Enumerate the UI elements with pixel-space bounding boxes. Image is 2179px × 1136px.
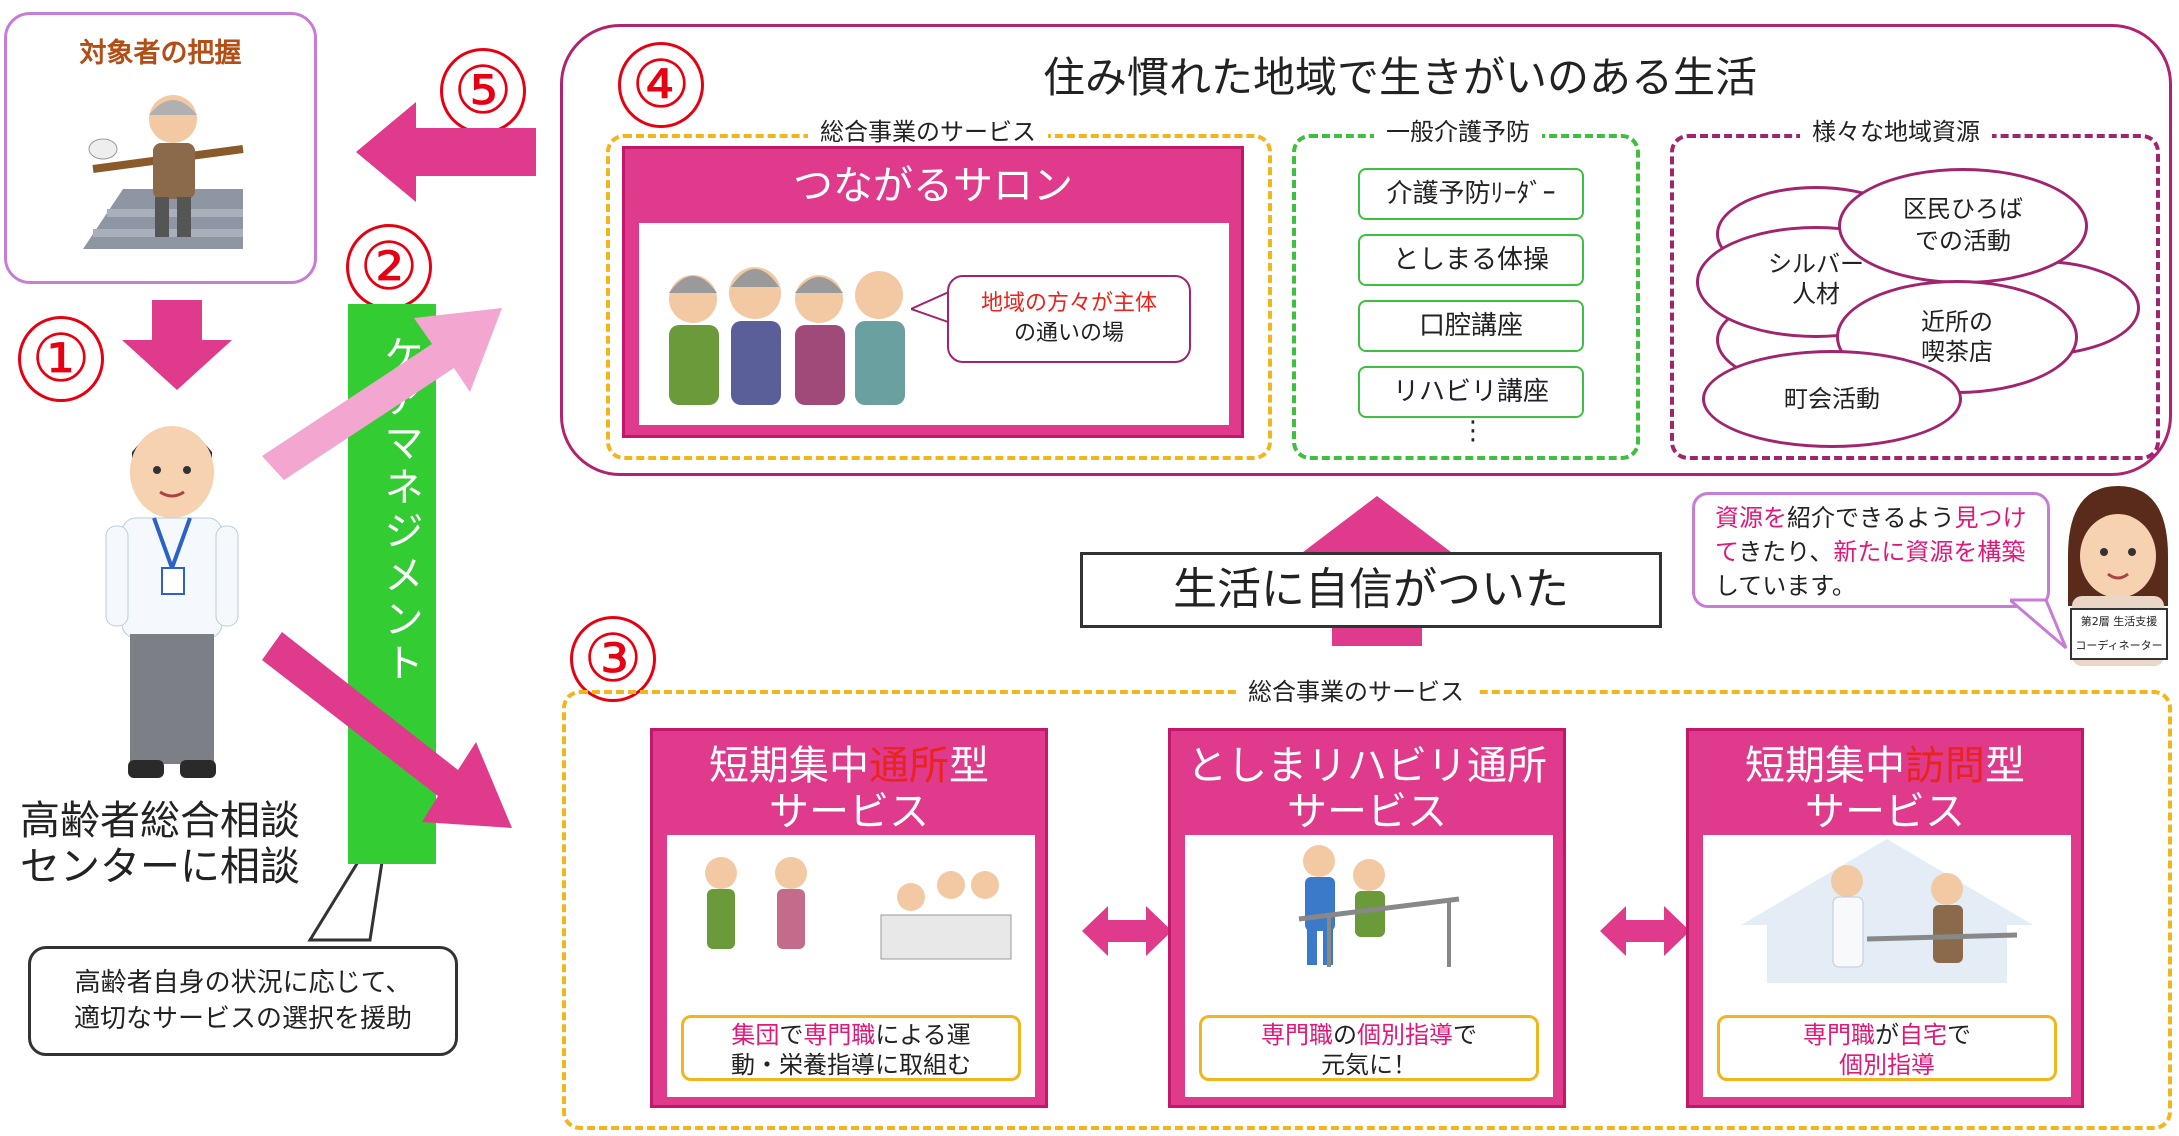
card1-cap-hl2: 専門職 — [803, 1021, 876, 1049]
card2-cap-t1: の — [1333, 1021, 1357, 1049]
target-person-box: 対象者の把握 — [4, 12, 317, 284]
prevention-item-exercise: としまる体操 — [1358, 234, 1584, 286]
card2-cap-hl1: 専門職 — [1261, 1021, 1333, 1049]
speech-seg-3: 見つけて — [1715, 504, 2027, 566]
elderly-climbing-stairs-illustration — [83, 95, 244, 249]
prevention-item-rehab: リハビリ講座 — [1358, 366, 1584, 418]
card1-title-line2: サービス — [769, 789, 929, 835]
services-frame-label: 総合事業のサービス — [1236, 672, 1476, 707]
card3-caption: 専門職が自宅で 個別指導 — [1717, 1015, 2057, 1081]
salon-image-area: 地域の方々が主体 の通いの場 — [639, 223, 1229, 425]
double-arrow-1 — [1082, 906, 1172, 956]
coordinator-speech-tail — [2010, 598, 2068, 650]
card3-title-a: 短期集中 — [1745, 743, 1905, 789]
resource-plaza: 区民ひろば での活動 — [1838, 168, 2088, 284]
badge-line2: コーディネーター — [2075, 639, 2163, 652]
step-3-number: ③ — [570, 616, 656, 702]
care-management-callout: 高齢者自身の状況に応じて、 適切なサービスの選択を援助 — [28, 946, 458, 1056]
speech-seg-4: きたり、 — [1738, 538, 1834, 566]
card1-image-area: 集団で専門職による運 動・栄養指導に取組む — [667, 835, 1035, 1097]
arrow-up-right-to-community — [262, 308, 502, 480]
home-visit-illustration — [1741, 839, 2033, 983]
speech-bubble-tail — [911, 289, 951, 325]
target-title: 対象者の把握 — [79, 38, 242, 69]
center-label-line2: センターに相談 — [20, 844, 300, 890]
salon-frame-label: 総合事業のサービス — [808, 112, 1048, 147]
coordinator-badge: 第2層 生活支援 コーディネーター — [2070, 608, 2168, 660]
arrow-down-right-to-services — [262, 632, 512, 828]
card2-title-line1: としまリハビリ通所 — [1187, 743, 1547, 789]
card2-caption: 専門職の個別指導で 元気に！ — [1199, 1015, 1539, 1081]
community-life-title: 住み慣れた地域で生きがいのある生活 — [1042, 53, 1757, 102]
card2-cap-line2: 元気に！ — [1321, 1051, 1417, 1079]
speech-seg-6: しています。 — [1715, 572, 1856, 600]
resource-neighborhood: 町会活動 — [1702, 350, 1962, 448]
neighborhood-label: 町会活動 — [1784, 385, 1880, 413]
card1-title-hl: 通所 — [869, 743, 949, 789]
card3-cap-t2: で — [1947, 1021, 1971, 1049]
plaza-line2: での活動 — [1915, 227, 2011, 255]
double-arrow-2 — [1600, 906, 1690, 956]
card2-cap-hl2: 個別指導 — [1357, 1021, 1453, 1049]
card1-cap-line2: 動・栄養指導に取組む — [731, 1051, 971, 1079]
elderly-group-illustration — [669, 267, 905, 405]
step-1-number: ① — [18, 316, 104, 402]
salon-card: つながるサロン 地域の方々が主体 の通いの場 — [622, 146, 1244, 438]
prevention-more: ⋮ — [1460, 416, 1486, 446]
card1-title-b: 型 — [949, 743, 989, 789]
callout-line1: 高齢者自身の状況に応じて、 — [74, 968, 412, 998]
cafe-line1: 近所の — [1921, 308, 1993, 336]
card3-title-line2: サービス — [1805, 789, 1965, 835]
card2-title-line2: サービス — [1287, 789, 1447, 835]
prevention-item-oral: 口腔講座 — [1358, 300, 1584, 352]
callout-line2: 適切なサービスの選択を援助 — [73, 1004, 412, 1034]
card2-cap-t2: で — [1453, 1021, 1477, 1049]
service-card-home-visit: 短期集中訪問型 サービス 専門職が自宅で 個別指導 — [1686, 728, 2084, 1108]
bubble-line2: の通いの場 — [1013, 321, 1124, 346]
cafe-line2: 喫茶店 — [1921, 338, 1993, 366]
card3-title-hl: 訪問 — [1905, 743, 1985, 789]
center-consultation-label: 高齢者総合相談 センターに相談 — [10, 798, 310, 890]
badge-line1: 第2層 生活支援 — [2080, 615, 2158, 628]
consultation-staff-illustration — [105, 426, 239, 778]
card3-cap-hl2: 自宅 — [1899, 1021, 1947, 1049]
card1-title-a: 短期集中 — [709, 743, 869, 789]
card2-title: としまリハビリ通所 サービス — [1171, 743, 1563, 835]
card3-cap-hl1: 専門職 — [1803, 1021, 1875, 1049]
resources-frame-label: 様々な地域資源 — [1800, 112, 1992, 147]
card3-title-b: 型 — [1985, 743, 2025, 789]
card1-cap-hl1: 集団 — [731, 1021, 780, 1049]
plaza-line1: 区民ひろば — [1903, 195, 2023, 223]
service-card-day-intensive: 短期集中通所型 サービス 集団で専門職による運 動・栄養指導に取組む — [650, 728, 1048, 1108]
bubble-highlight: 地域の方々が主体 — [980, 291, 1157, 316]
center-label-line1: 高齢者総合相談 — [20, 798, 300, 844]
card3-title: 短期集中訪問型 サービス — [1689, 743, 2081, 835]
group-exercise-illustration — [705, 857, 1012, 960]
card1-cap-t2: による運 — [875, 1021, 971, 1049]
salon-title: つながるサロン — [793, 163, 1073, 209]
silver-line2: 人材 — [1792, 280, 1840, 308]
arrow-left-to-target — [356, 102, 536, 202]
step-4-number: ④ — [618, 42, 704, 128]
prevention-item-leader: 介護予防ﾘｰﾀﾞｰ — [1358, 168, 1584, 220]
arrow-down-to-center — [122, 300, 232, 390]
card1-caption: 集団で専門職による運 動・栄養指導に取組む — [681, 1015, 1021, 1081]
speech-seg-5: 新たに資源を構築 — [1833, 538, 2026, 566]
card2-image-area: 専門職の個別指導で 元気に！ — [1185, 835, 1553, 1097]
card3-cap-t1: が — [1875, 1021, 1899, 1049]
confidence-label: 生活に自信がついた — [1080, 552, 1662, 628]
coordinator-speech: 資源を紹介できるよう見つけてきたり、新たに資源を構築しています。 — [1692, 492, 2050, 608]
prevention-frame-label: 一般介護予防 — [1374, 112, 1542, 147]
speech-seg-1: 資源を — [1715, 504, 1787, 532]
silver-line1: シルバー — [1768, 250, 1864, 278]
card3-cap-line2: 個別指導 — [1839, 1051, 1935, 1079]
speech-seg-2: 紹介できるよう — [1787, 504, 1955, 532]
salon-speech-bubble: 地域の方々が主体 の通いの場 — [947, 275, 1191, 363]
card3-image-area: 専門職が自宅で 個別指導 — [1703, 835, 2071, 1097]
card1-title: 短期集中通所型 サービス — [653, 743, 1045, 835]
service-card-toshima-rehab: としまリハビリ通所 サービス 専門職の個別指導で 元気に！ — [1168, 728, 1566, 1108]
rehab-walking-illustration — [1298, 845, 1460, 967]
card1-cap-t1: で — [779, 1021, 804, 1049]
